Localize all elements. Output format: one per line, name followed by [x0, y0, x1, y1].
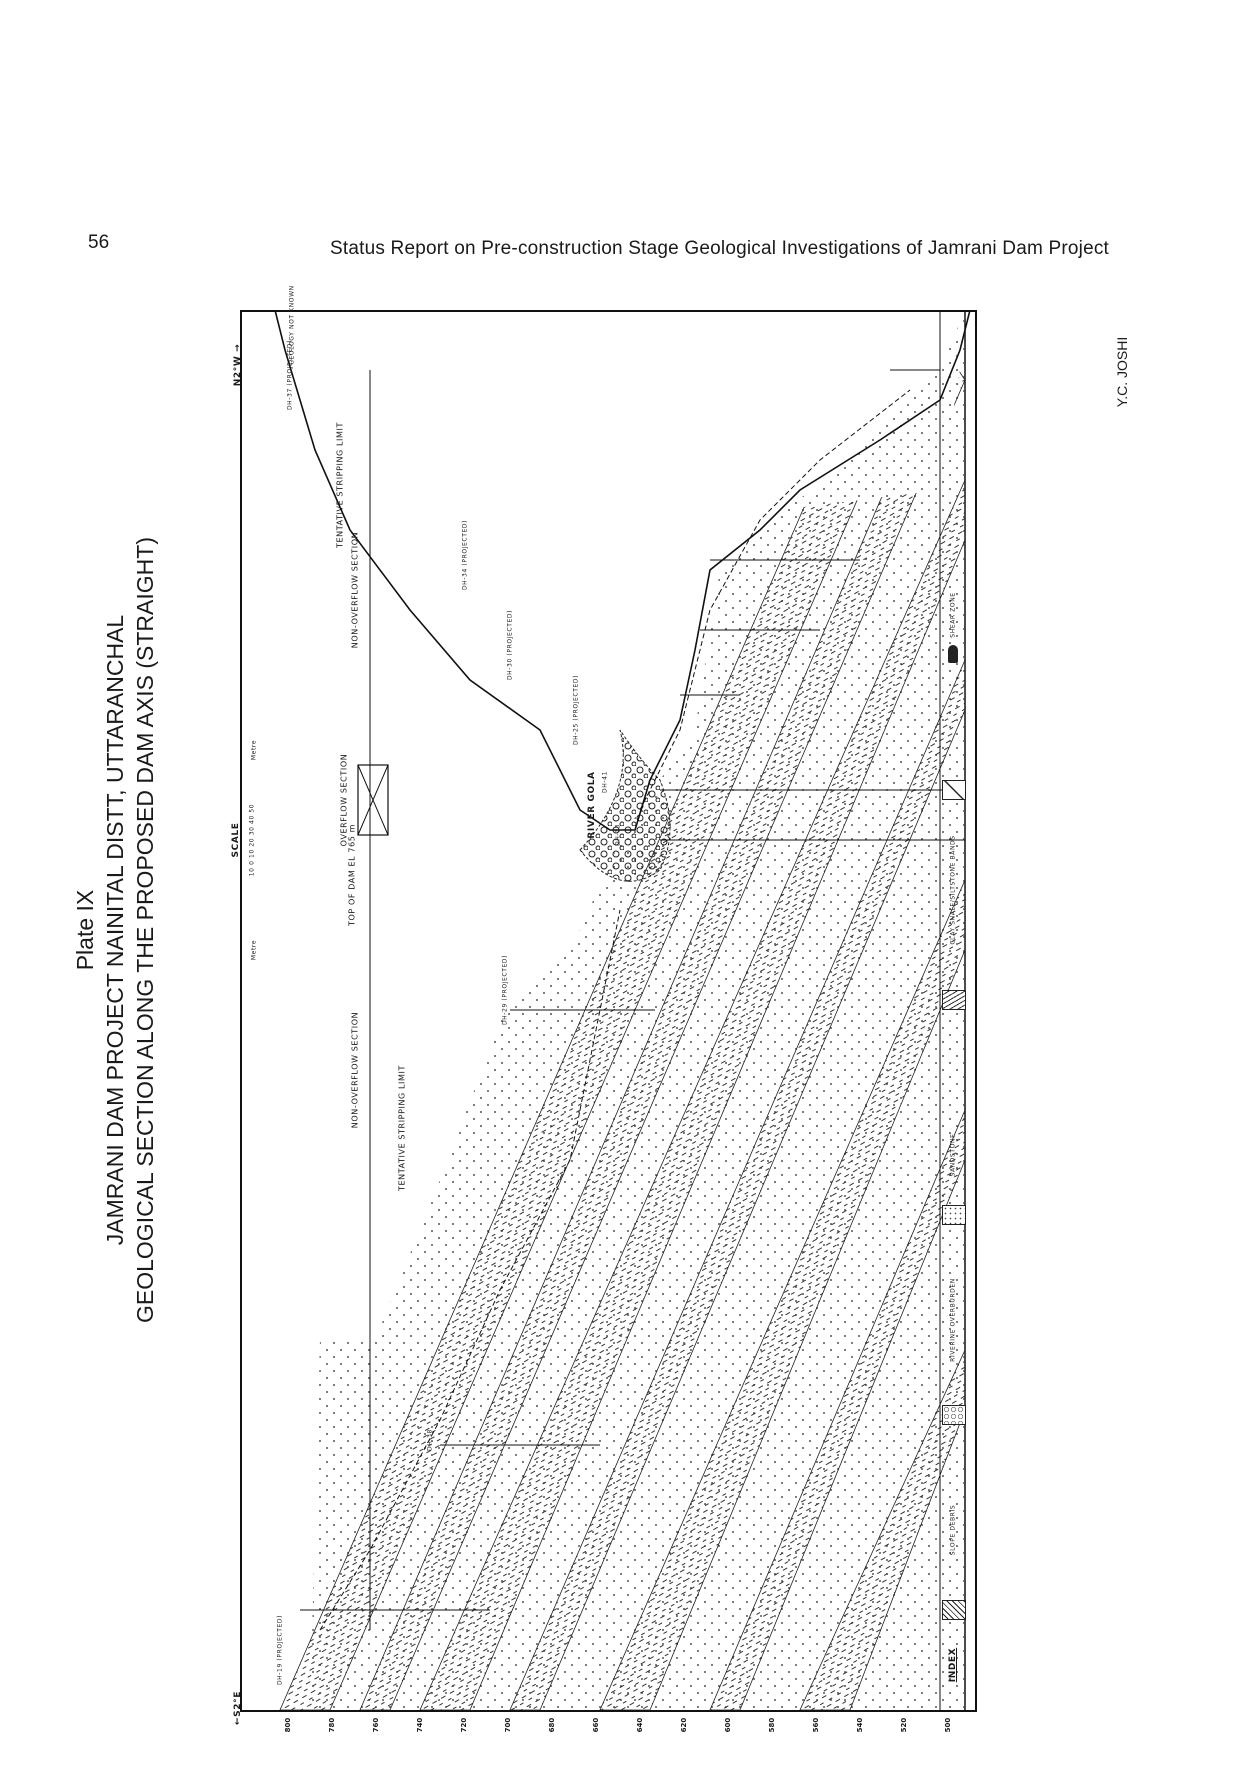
overflow-label: OVERFLOW SECTION [339, 753, 349, 847]
shale-bands [279, 310, 966, 1710]
elevation-label: 700 [504, 1717, 512, 1733]
elevation-label: 780 [328, 1717, 336, 1733]
legend-swatch-fault [942, 780, 966, 800]
drill-hole-dh-33: DH-33 [614, 824, 622, 846]
elevation-label: 500 [944, 1717, 952, 1733]
elevation-label: 600 [724, 1717, 732, 1733]
elevation-label: 580 [768, 1717, 776, 1733]
elevation-label: 740 [416, 1717, 424, 1733]
legend-label-sandstone: SANDSTONE [949, 1133, 957, 1177]
riverine-overburden [579, 729, 671, 882]
legend-label-clay-shale: CLAY SHALE/SILTSTONE BANDS [949, 835, 957, 945]
elevation-label: 520 [900, 1717, 908, 1733]
river-label: RIVER GOLA [587, 771, 597, 839]
drill-hole-dh-30: DH-30 (PROJECTED) [506, 609, 514, 681]
scale-label: SCALE [231, 822, 241, 858]
drill-hole-lines [300, 369, 965, 1611]
geological-section-drawing: ←S2°E N2°W → SCALE 10 0 10 20 30 40 50 M… [231, 285, 1100, 1765]
legend-label-riverine-overburden: RIVERINE OVERBURDEN [949, 1278, 957, 1362]
elevation-label: 560 [812, 1717, 820, 1733]
stripping-limit-left-label: TENTATIVE STRIPPING LIMIT [397, 1065, 407, 1191]
plate-title-line-1: JAMRANI DAM PROJECT NAINITAL DISTT, UTTA… [102, 614, 128, 1246]
plate-title-line-2: GEOLOGICAL SECTION ALONG THE PROPOSED DA… [132, 537, 158, 1323]
elevation-label: 800 [284, 1717, 292, 1733]
non-overflow-right-label: NON-OVERFLOW SECTION [350, 531, 360, 649]
drill-hole-dh-34: DH-34 (PROJECTED) [461, 519, 469, 591]
legend-swatch-riverine-overburden [942, 1405, 966, 1425]
elevation-label: 660 [592, 1717, 600, 1733]
scale-unit-right: Metre [250, 739, 258, 761]
direction-left: ←S2°E [233, 1691, 243, 1725]
legend-swatch-clay-shale [942, 990, 966, 1010]
elevation-label: 640 [636, 1717, 644, 1733]
plate-label: Plate IX [72, 889, 98, 971]
drill-hole-dh-37: DH-37 (PROJECTED) [286, 339, 294, 411]
overflow-section-box [357, 764, 389, 836]
frame-border [240, 310, 977, 1712]
stripping-limit-right [639, 389, 911, 811]
non-overflow-left-label: NON-OVERFLOW SECTION [350, 1011, 360, 1129]
elevation-label: 760 [372, 1717, 380, 1733]
stripping-limit-left [319, 909, 621, 1631]
plate-title-block: Plate IX JAMRANI DAM PROJECT NAINITAL DI… [70, 480, 160, 1380]
stripping-limit-right-label: TENTATIVE STRIPPING LIMIT [335, 422, 345, 548]
elevation-label: 680 [548, 1717, 556, 1733]
elevation-label: 540 [856, 1717, 864, 1733]
scale-unit-left: Metre [250, 939, 258, 961]
index-heading: INDEX [948, 1647, 958, 1683]
drill-hole-dh-25: DH-25 (PROJECTED) [572, 674, 580, 746]
running-header: Status Report on Pre-construction Stage … [330, 238, 1110, 259]
legend-label-shear-zone: SHEAR ZONE [949, 592, 957, 638]
elevation-label: 720 [460, 1717, 468, 1733]
drill-hole-dh-41: DH-41 [601, 771, 609, 793]
top-of-dam-label: TOP OF DAM EL 765 m [347, 824, 357, 926]
legend-swatch-slope-debris [942, 1600, 966, 1620]
legend-swatch-shear-zone [948, 645, 958, 663]
legend-swatch-sandstone [942, 1205, 966, 1225]
section-svg [240, 310, 977, 1712]
scale-ticks: 10 0 10 20 30 40 50 [248, 803, 256, 877]
legend-label-slope-debris: SLOPE DEBRIS [949, 1504, 957, 1556]
ground-profile [274, 310, 971, 831]
drill-hole-dh-38: DH-38 [426, 1429, 434, 1451]
elevation-label: 620 [680, 1717, 688, 1733]
author-credit: Y.C. JOSHI [1114, 336, 1130, 408]
direction-right: N2°W → [233, 343, 243, 387]
page-number: 56 [88, 232, 110, 253]
drill-hole-dh-29: DH-29 (PROJECTED) [501, 954, 509, 1026]
drill-hole-dh-19: DH-19 (PROJECTED) [276, 1614, 284, 1686]
